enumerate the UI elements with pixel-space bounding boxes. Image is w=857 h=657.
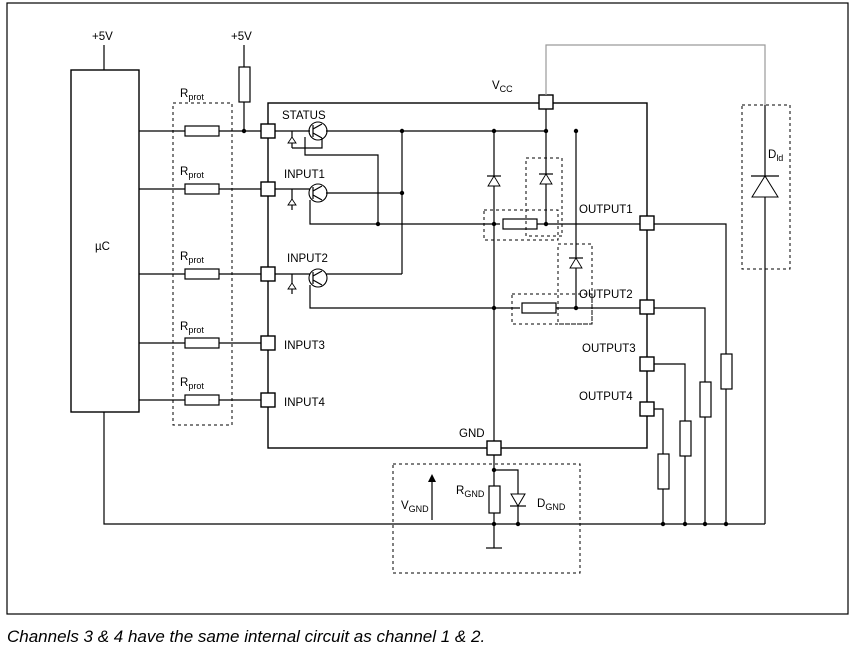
input1-label: INPUT1 [284,169,325,181]
load-resistor-output4 [657,453,670,490]
supply-label-mid: +5V [231,31,252,43]
vgnd-label: VGND [401,500,429,514]
dashed-group-zener1 [525,157,563,237]
zener-status [287,131,297,148]
circuit-diagram: µC +5V +5V Rprot Rprot Rprot Rprot Rprot… [6,2,849,615]
zener-output1 [539,173,553,185]
rprot-resistor-input1 [184,183,220,195]
output4-label: OUTPUT4 [579,391,633,403]
diagram-frame [6,2,849,615]
input4-label: INPUT4 [284,397,326,409]
pin-input1 [260,181,276,197]
pin-output3 [639,356,655,372]
microcontroller-label: µC [95,241,110,253]
zener-input1 [287,189,297,210]
gnd-label: GND [459,428,485,440]
output3-label: OUTPUT3 [582,343,636,355]
transistor-input2 [308,268,328,288]
transistor-input1 [308,183,328,203]
gnd-network-box [392,463,581,574]
sense-resistor-output2 [521,302,557,314]
status-label: STATUS [282,110,326,122]
dashed-group-res2 [511,293,593,325]
rprot-label-input3: Rprot [180,321,204,335]
rprot-label-input2: Rprot [180,251,204,265]
vcc-supply-wire [545,44,766,105]
rprot-group-box [172,102,233,426]
load-resistor-output2 [699,381,712,418]
pin-output1 [639,215,655,231]
zener-output2 [569,257,583,269]
supply-label-left: +5V [92,31,113,43]
rprot-label-status: Rprot [180,88,204,102]
dashed-group-zener2 [557,243,593,325]
microcontroller-block [70,69,140,413]
input2-label: INPUT2 [287,253,328,265]
pin-status [260,123,276,139]
rprot-label-input1: Rprot [180,166,204,180]
pin-output2 [639,299,655,315]
rprot-resistor-input3 [184,337,220,349]
pin-vcc [538,94,554,110]
diode-dgnd [510,493,526,507]
pullup-resistor [238,66,251,103]
dld-label: Dld [768,149,783,163]
diode-dld [751,175,779,198]
pin-input4 [260,392,276,408]
dgnd-label: DGND [537,498,566,512]
pin-gnd [486,440,502,456]
load-resistor-output3 [679,420,692,457]
dashed-group-res1 [483,209,559,241]
pin-output4 [639,401,655,417]
vgnd-arrow [428,474,436,520]
ic-block [267,102,648,449]
vcc-label: VCC [492,80,513,94]
rprot-resistor-status [184,125,220,137]
zener-bus [487,175,501,187]
load-resistor-output1 [720,353,733,390]
sense-resistor-output1 [502,218,538,230]
rprot-resistor-input2 [184,268,220,280]
rprot-resistor-input4 [184,394,220,406]
rgnd-resistor [488,485,501,514]
dld-group-box [741,104,791,270]
zener-input2 [287,274,297,294]
transistor-status [308,121,328,141]
figure-caption: Channels 3 & 4 have the same internal ci… [7,627,486,646]
output2-label: OUTPUT2 [579,289,633,301]
pin-input3 [260,335,276,351]
rprot-label-input4: Rprot [180,377,204,391]
input3-label: INPUT3 [284,340,325,352]
output1-label: OUTPUT1 [579,204,633,216]
rgnd-label: RGND [456,485,485,499]
pin-input2 [260,266,276,282]
